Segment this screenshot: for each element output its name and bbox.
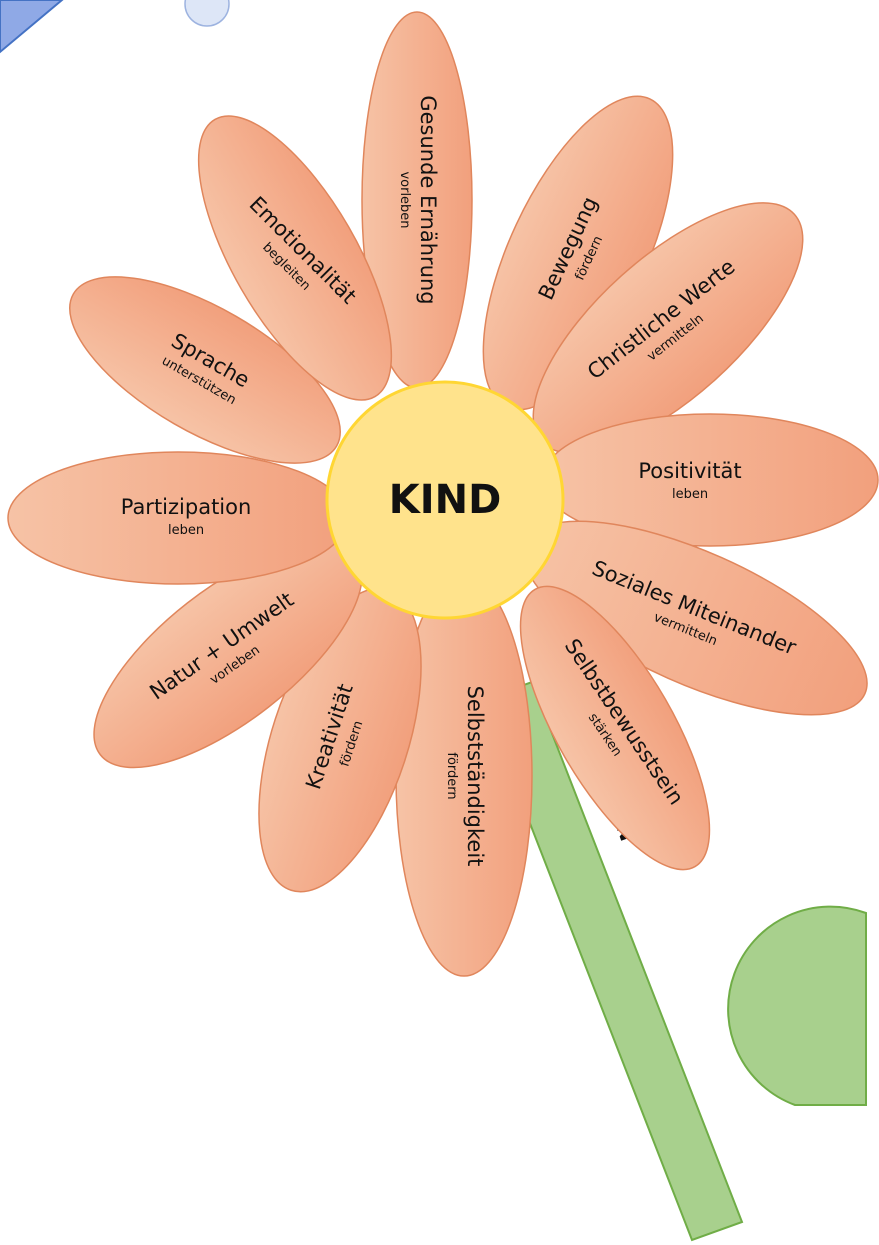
petal-shape <box>69 276 341 464</box>
bubble-corner-shape <box>0 0 64 54</box>
petal-subtitle: fördern <box>444 752 459 799</box>
petal-shape <box>197 115 393 401</box>
petal: Selbstständigkeit fördern <box>395 575 533 977</box>
center: KIND <box>325 380 565 620</box>
petal-title: Gesunde Ernährung <box>416 95 440 304</box>
petal: Partizipation leben <box>7 451 349 585</box>
petal-shape <box>519 585 711 871</box>
bubble-circle <box>184 0 230 27</box>
petal: Positivität leben <box>541 413 879 547</box>
petal-subtitle: vorleben <box>397 171 412 228</box>
petal-title: Partizipation <box>121 495 252 519</box>
decor-top-left <box>0 0 230 54</box>
center-label: KIND <box>389 477 502 523</box>
petal-title: Selbstständigkeit <box>463 686 487 867</box>
petal-subtitle: leben <box>672 487 708 502</box>
petal: Gesunde Ernährung vorleben <box>361 11 473 389</box>
center-circle <box>325 380 565 620</box>
leaf <box>727 905 867 1106</box>
petal-title: Positivität <box>638 459 741 483</box>
petal-subtitle: leben <box>168 523 204 538</box>
